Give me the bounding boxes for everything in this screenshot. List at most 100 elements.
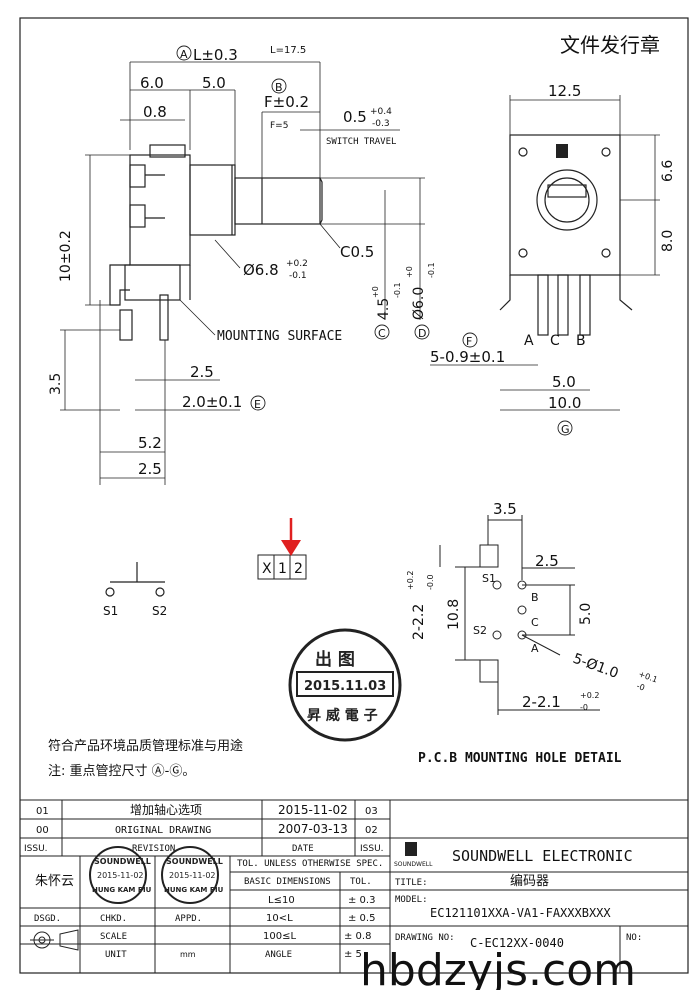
release-stamp: 出 图 2015.11.03 昇 威 電 子 <box>288 628 402 742</box>
dim-f-circle: B <box>275 81 283 94</box>
note-line-1: 符合产品环境品质管理标准与用途 <box>48 738 243 754</box>
designer-name: 朱怀云 <box>35 874 74 889</box>
pcb-c: C <box>531 616 539 629</box>
dim-0-8: 0.8 <box>143 103 167 121</box>
hdr-revision: REVISION <box>132 844 175 854</box>
circle-marker-e <box>250 395 266 411</box>
dim-12-5: 12.5 <box>548 82 581 100</box>
dim-2-5a: 2.5 <box>190 363 214 381</box>
dim-pins-circle: F <box>466 335 472 348</box>
marker-2: 2 <box>294 561 303 577</box>
dim-phi-6-0-dn: -0.1 <box>427 262 436 278</box>
red-arrow-icon <box>281 518 301 556</box>
switch-symbol <box>105 562 165 597</box>
svg-text:2015-11-02: 2015-11-02 <box>169 871 216 880</box>
angle-val: ± 5 <box>344 949 362 960</box>
dim-8-0: 8.0 <box>660 230 676 252</box>
circle-marker-b <box>271 78 287 94</box>
approval-seal-1: SOUNDWELL 2015-11-02 HUNG KAM PIU <box>89 846 152 904</box>
unit-value: mm <box>180 950 196 959</box>
tol-r2-val: ± 0.5 <box>348 913 375 924</box>
pcb-s2: S2 <box>473 624 487 637</box>
title-value: 编码器 <box>510 874 549 889</box>
dim-6-0: 6.0 <box>140 74 164 92</box>
doc-issue-stamp: 文件发行章 <box>560 33 660 57</box>
hdr-issu: ISSU. <box>24 844 48 854</box>
marker-1: 1 <box>278 561 287 577</box>
watermark: hbdzyjs.com <box>360 945 636 990</box>
side-view <box>109 144 323 341</box>
dim-5-2: 5.2 <box>138 434 162 452</box>
logo-text: SOUNDWELL <box>394 861 433 868</box>
dim-4-5-up: +0 <box>371 286 380 298</box>
variant-marker <box>257 554 307 580</box>
pcb-b: B <box>531 591 539 604</box>
dim-5-0: 5.0 <box>202 74 226 92</box>
side-dimension-lines <box>60 61 425 485</box>
pcb-hole-size: 5-Ø1.0 <box>571 651 621 682</box>
pcb-dim-2-2: 2-2.2 <box>411 604 427 640</box>
dim-l-note: L=17.5 <box>270 45 306 56</box>
dim-l: L±0.3 <box>193 46 238 64</box>
pcb-dim-5-0: 5.0 <box>578 603 594 625</box>
dim-6-6: 6.6 <box>660 160 676 182</box>
stamp-date: 2015.11.03 <box>304 679 386 694</box>
pcb-dim-2-5: 2.5 <box>535 552 559 570</box>
switch-s2: S2 <box>152 604 167 618</box>
dsgd-label: DSGD. <box>34 914 61 924</box>
svg-text:HUNG KAM PIU: HUNG KAM PIU <box>164 886 224 894</box>
dim-f: F±0.2 <box>264 93 309 111</box>
front-view <box>499 134 633 336</box>
dim-phi-6-8-dn: -0.1 <box>289 271 307 281</box>
circle-marker-a <box>176 45 192 61</box>
model-value: EC121101XXA-VA1-FAXXXBXXX <box>430 906 611 920</box>
chkd-label: CHKD. <box>100 914 127 924</box>
hdr-date: DATE <box>292 844 314 854</box>
pcb-dim-2-1: 2-2.1 <box>522 693 561 711</box>
pcb-dim-2-2-dn: -0.0 <box>426 574 435 590</box>
dim-4-5-circle: C <box>378 327 386 340</box>
no-label: NO: <box>626 933 642 943</box>
approval-seal-2: SOUNDWELL 2015-11-02 HUNG KAM PIU <box>161 846 224 904</box>
dim-phi-6-8: Ø6.8 <box>243 261 279 279</box>
switch-travel-label: SWITCH TRAVEL <box>326 137 396 147</box>
dim-c0-5: C0.5 <box>340 243 374 261</box>
hdr-issu-2: ISSU. <box>360 844 384 854</box>
dim-phi-6-0: Ø6.0 <box>411 287 427 320</box>
dim-pins: 5-0.9±0.1 <box>430 348 505 366</box>
circle-marker-g <box>557 420 573 436</box>
rev0-date: 2007-03-13 <box>278 822 348 836</box>
drawing-no-value: C-EC12XX-0040 <box>470 936 564 950</box>
pcb-hole-detail <box>439 515 600 715</box>
pin-b-label: B <box>576 333 586 349</box>
rev0-no: 00 <box>36 825 49 836</box>
circle-marker-c <box>374 324 390 340</box>
tol-r3-range: 100≤L <box>263 931 296 942</box>
dim-travel-up: +0.4 <box>370 107 392 117</box>
switch-s1: S1 <box>103 604 118 618</box>
pcb-dim-3-5: 3.5 <box>493 500 517 518</box>
title-label: TITLE: <box>395 878 428 888</box>
circle-marker-f <box>462 332 478 348</box>
svg-text:SOUNDWELL: SOUNDWELL <box>94 857 151 866</box>
dim-width-circle: G <box>561 423 570 436</box>
dim-3-5: 3.5 <box>48 373 64 395</box>
model-label: MODEL: <box>395 895 428 905</box>
stamp-top-text: 出 图 <box>315 649 355 670</box>
dim-travel: 0.5 <box>343 108 367 126</box>
tol-r1-range: L≤10 <box>268 895 295 906</box>
pin-c-label: C <box>550 333 560 349</box>
unit-label: UNIT <box>105 950 127 960</box>
circle-marker-d <box>414 324 430 340</box>
projection-symbol-icon <box>30 929 79 951</box>
title-block-grid <box>19 799 689 974</box>
stamp-company: 昇 威 電 子 <box>307 707 378 724</box>
dim-4-5: 4.5 <box>376 298 392 320</box>
dim-4-5-dn: -0.1 <box>393 282 402 298</box>
rev1-no: 01 <box>36 806 49 817</box>
svg-text:HUNG KAM PIU: HUNG KAM PIU <box>92 886 152 894</box>
scale-label: SCALE <box>100 932 127 942</box>
dim-travel-dn: -0.3 <box>372 119 390 129</box>
rev0-desc: ORIGINAL DRAWING <box>115 825 211 836</box>
